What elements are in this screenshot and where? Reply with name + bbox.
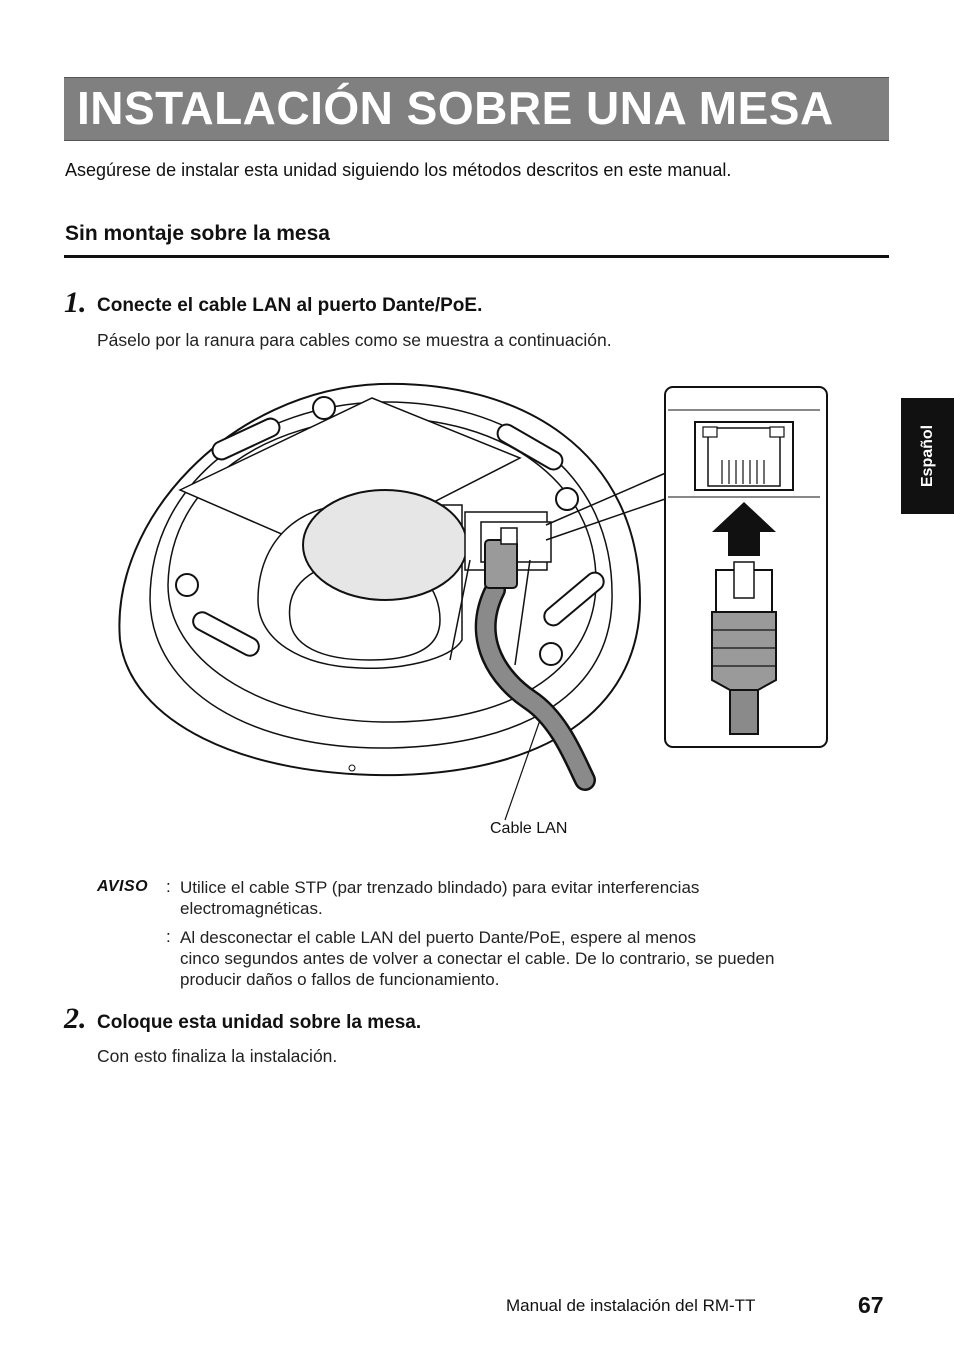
notice-colon-2: : (166, 927, 171, 946)
language-side-tab: Español (901, 398, 954, 514)
step-2-number: 2. (64, 1002, 87, 1035)
footer-manual-name: Manual de instalación del RM-TT (506, 1296, 756, 1315)
center-disk (302, 489, 468, 601)
notice-label: AVISO (97, 878, 149, 895)
step-1-body: Páselo por la ranura para cables como se… (97, 330, 612, 350)
slot-3 (192, 611, 260, 657)
figure-caption: Cable LAN (490, 820, 568, 837)
notice-colon-1: : (166, 877, 171, 896)
screw-3 (175, 573, 199, 597)
lan-plug-body (484, 539, 518, 589)
inset-port-led-right (769, 426, 785, 438)
small-dot (348, 764, 356, 772)
inset-cable (729, 689, 759, 735)
inset-plug-ridges (712, 629, 776, 667)
screw-2 (555, 487, 579, 511)
lan-plug-clip (500, 527, 518, 545)
section-heading: Sin montaje sobre la mesa (65, 222, 330, 245)
slot-2 (496, 423, 564, 471)
screw-4 (539, 642, 563, 666)
caption-leader (504, 719, 541, 821)
slot-4 (543, 571, 605, 627)
zoom-line-2 (545, 497, 669, 541)
section-rule (64, 255, 889, 258)
inset-plug-body (711, 611, 777, 691)
speaker-cable-illustration (118, 382, 828, 821)
cable-groove (449, 559, 531, 666)
inset-port-led-left (702, 426, 718, 438)
notice-item-1: Utilice el cable STP (par trenzado blind… (180, 878, 700, 918)
screw-1 (312, 396, 336, 420)
installation-figure (90, 375, 850, 850)
step-2-title: Coloque esta unidad sobre la mesa. (97, 1012, 422, 1033)
slot-1 (211, 417, 281, 461)
label-panel (178, 397, 522, 556)
step-2-body: Con esto finaliza la instalación. (97, 1046, 338, 1066)
notice-item-2: Al desconectar el cable LAN del puerto D… (180, 928, 775, 989)
page-title-bar: INSTALACIÓN SOBRE UNA MESA (64, 77, 889, 141)
inset-plug-tab (733, 561, 755, 599)
page-title: INSTALACIÓN SOBRE UNA MESA (77, 82, 834, 134)
intro-text: Asegúrese de instalar esta unidad siguie… (65, 160, 732, 180)
step-1-title: Conecte el cable LAN al puerto Dante/PoE… (97, 295, 483, 316)
inset-port-pins (721, 460, 765, 484)
page-number: 67 (858, 1292, 884, 1318)
inset-port-inner (707, 427, 781, 487)
inset-arrow (712, 502, 776, 556)
step-1-number: 1. (64, 286, 87, 319)
lan-cable (477, 581, 594, 789)
language-label: Español (918, 424, 936, 488)
zoom-line-1 (545, 471, 669, 526)
